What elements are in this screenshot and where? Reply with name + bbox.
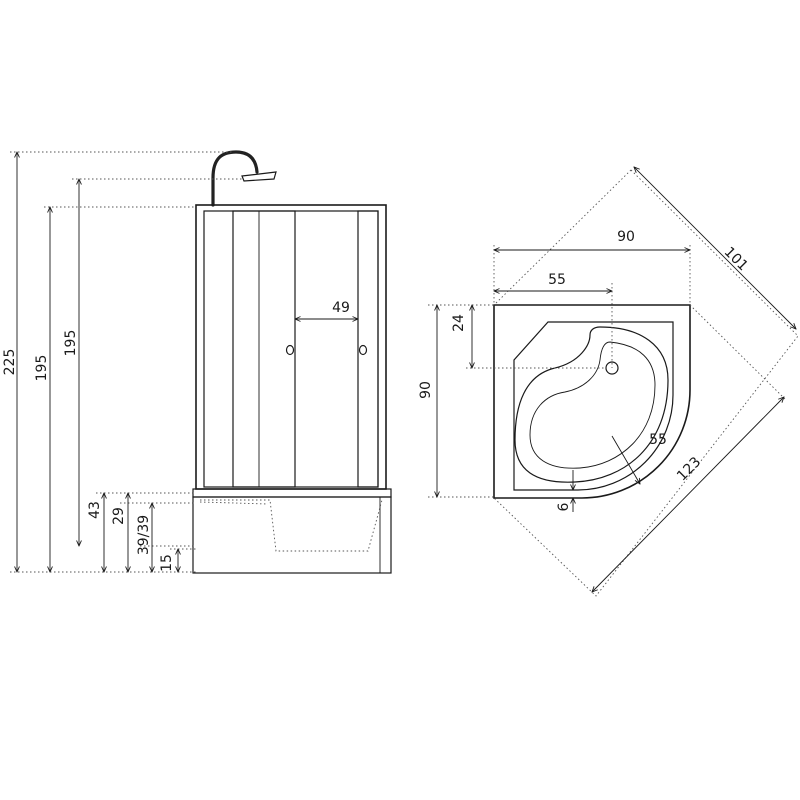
- label-seat-height: 39/39: [136, 515, 152, 555]
- shower-head-icon: [211, 150, 277, 207]
- side-view: 225 195 195 49 43 29 39/39 15: [2, 150, 392, 574]
- vertical-dimensions: [17, 152, 178, 572]
- cabin-frame: [195, 204, 387, 490]
- label-drain-y: 24: [451, 314, 467, 332]
- label-bowl-radius: 55: [649, 432, 667, 448]
- label-tray-height: 43: [87, 501, 103, 519]
- label-tray-inner: 29: [111, 507, 127, 525]
- tray-rim: [513, 321, 674, 491]
- label-width: 90: [617, 229, 635, 245]
- door-handle-icon: [285, 344, 295, 356]
- tray-bowl-inner: [529, 341, 656, 469]
- label-height-cabin: 195: [34, 355, 50, 382]
- rotated-outline: [493, 169, 799, 597]
- tray-bowl: [514, 326, 669, 483]
- label-height-total: 225: [2, 349, 18, 376]
- label-depth: 90: [418, 381, 434, 399]
- shower-tray: [192, 488, 392, 574]
- dim-line-diagonal-small: [634, 167, 796, 329]
- label-height-panel: 195: [63, 330, 79, 357]
- label-diagonal-large: 123: [674, 454, 704, 484]
- label-rim: 6: [556, 502, 572, 511]
- label-drain-x: 55: [548, 272, 566, 288]
- dim-line-radius: [611, 435, 640, 484]
- door-handle-icon: [358, 344, 368, 356]
- tray-outline: [493, 304, 691, 499]
- label-diagonal-small: 101: [721, 244, 751, 274]
- plan-view: 90 55 90 24 55 6 101 123: [418, 167, 799, 597]
- drain-icon: [605, 361, 619, 375]
- label-step-height: 15: [159, 554, 175, 572]
- dim-line-diagonal-large: [592, 397, 784, 592]
- label-door-opening: 49: [332, 300, 350, 316]
